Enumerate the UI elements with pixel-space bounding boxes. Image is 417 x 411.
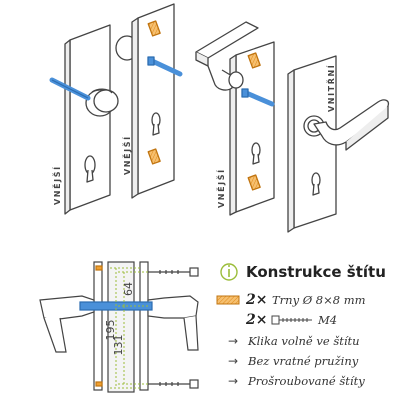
- dimension-lines: [110, 267, 150, 389]
- feature-3: → Prošroubované štíty: [228, 374, 365, 388]
- inner-label: VNITŘNÍ: [325, 64, 336, 112]
- pin-count: 2×: [245, 292, 267, 308]
- outer-plate-back: [115, 3, 183, 199]
- feature-1-text: Klika volně ve štítu: [247, 334, 360, 348]
- feature-1: → Klika volně ve štítu: [228, 334, 360, 348]
- inner-plate-lever: [287, 55, 390, 233]
- outer-label-3: VNĚJŠÍ: [215, 168, 226, 208]
- arrow-right-icon: →: [228, 374, 238, 388]
- pin-description: Trny Ø 8×8 mm: [272, 293, 366, 307]
- section-diagram: [39, 261, 199, 393]
- feature-2-text: Bez vratné pružiny: [247, 354, 359, 368]
- arrow-right-icon: →: [228, 334, 238, 348]
- outer-label-1: VNĚJŠÍ: [51, 165, 62, 205]
- outer-label-2: VNĚJŠÍ: [121, 135, 132, 175]
- feature-3-text: Prošroubované štíty: [247, 374, 365, 388]
- screw-count: 2×: [245, 312, 267, 328]
- pin-icon: [216, 295, 240, 305]
- outer-plate-lever: [195, 21, 275, 216]
- legend-title: Konstrukce štítu: [246, 263, 386, 281]
- dimension-195: 195: [104, 320, 117, 341]
- dimension-64: 64: [122, 282, 135, 296]
- screw-description: M4: [317, 313, 337, 327]
- feature-2: → Bez vratné pružiny: [228, 354, 359, 368]
- outer-plate-knob: [49, 24, 119, 215]
- dimension-131: 131: [112, 335, 125, 356]
- screw-icon: [271, 315, 312, 325]
- legend: Konstrukce štítu 2× Trny Ø 8×8 mm 2× M4 …: [216, 263, 386, 388]
- arrow-right-icon: →: [228, 354, 238, 368]
- info-icon: [220, 263, 238, 281]
